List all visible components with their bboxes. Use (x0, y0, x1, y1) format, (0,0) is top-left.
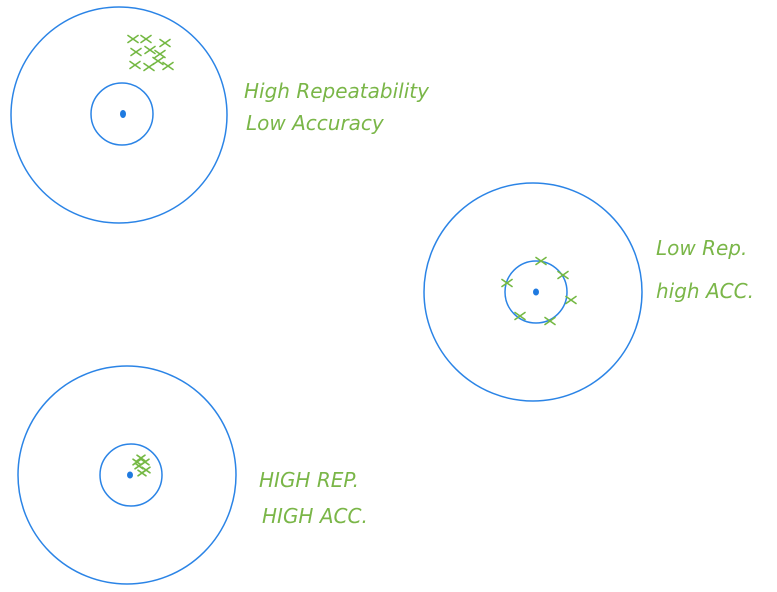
caption-2-line-2: high ACC. (656, 279, 754, 303)
hit-mark (127, 34, 139, 44)
caption-1-line-2: Low Accuracy (246, 111, 385, 135)
hit-mark (132, 458, 142, 466)
hit-mark (535, 256, 547, 266)
hit-mark (557, 270, 569, 280)
inner-ring (504, 260, 568, 324)
hit-mark (154, 49, 166, 59)
target-2 (423, 182, 643, 402)
hit-mark (544, 316, 556, 326)
inner-ring (90, 82, 154, 146)
hit-mark (137, 469, 147, 477)
caption-3-line-2: HIGH ACC. (262, 504, 368, 528)
inner-ring (99, 443, 163, 507)
hit-mark (144, 45, 156, 55)
hit-mark (159, 38, 171, 48)
hit-marks-tight (132, 454, 151, 477)
bullseye-dot (120, 110, 126, 118)
hit-mark (565, 295, 577, 305)
hit-mark (136, 454, 146, 462)
outer-ring (423, 182, 643, 402)
hit-mark (162, 61, 174, 71)
outer-ring (10, 6, 228, 224)
hit-mark (514, 311, 526, 321)
target-1 (10, 6, 228, 224)
hit-marks-cluster (127, 34, 174, 72)
caption-1-line-1: High Repeatability (244, 79, 430, 103)
hit-mark (152, 56, 164, 66)
bullseye-dot (127, 471, 133, 479)
target-3 (17, 365, 237, 585)
hit-mark (501, 278, 513, 288)
hit-mark (140, 34, 152, 44)
outer-ring (17, 365, 237, 585)
hit-marks-spread (501, 256, 577, 326)
caption-3-line-1: HIGH REP. (259, 468, 359, 492)
hit-mark (129, 60, 141, 70)
bullseye-dot (533, 288, 539, 296)
hit-mark (130, 47, 142, 57)
caption-2-line-1: Low Rep. (656, 236, 747, 260)
